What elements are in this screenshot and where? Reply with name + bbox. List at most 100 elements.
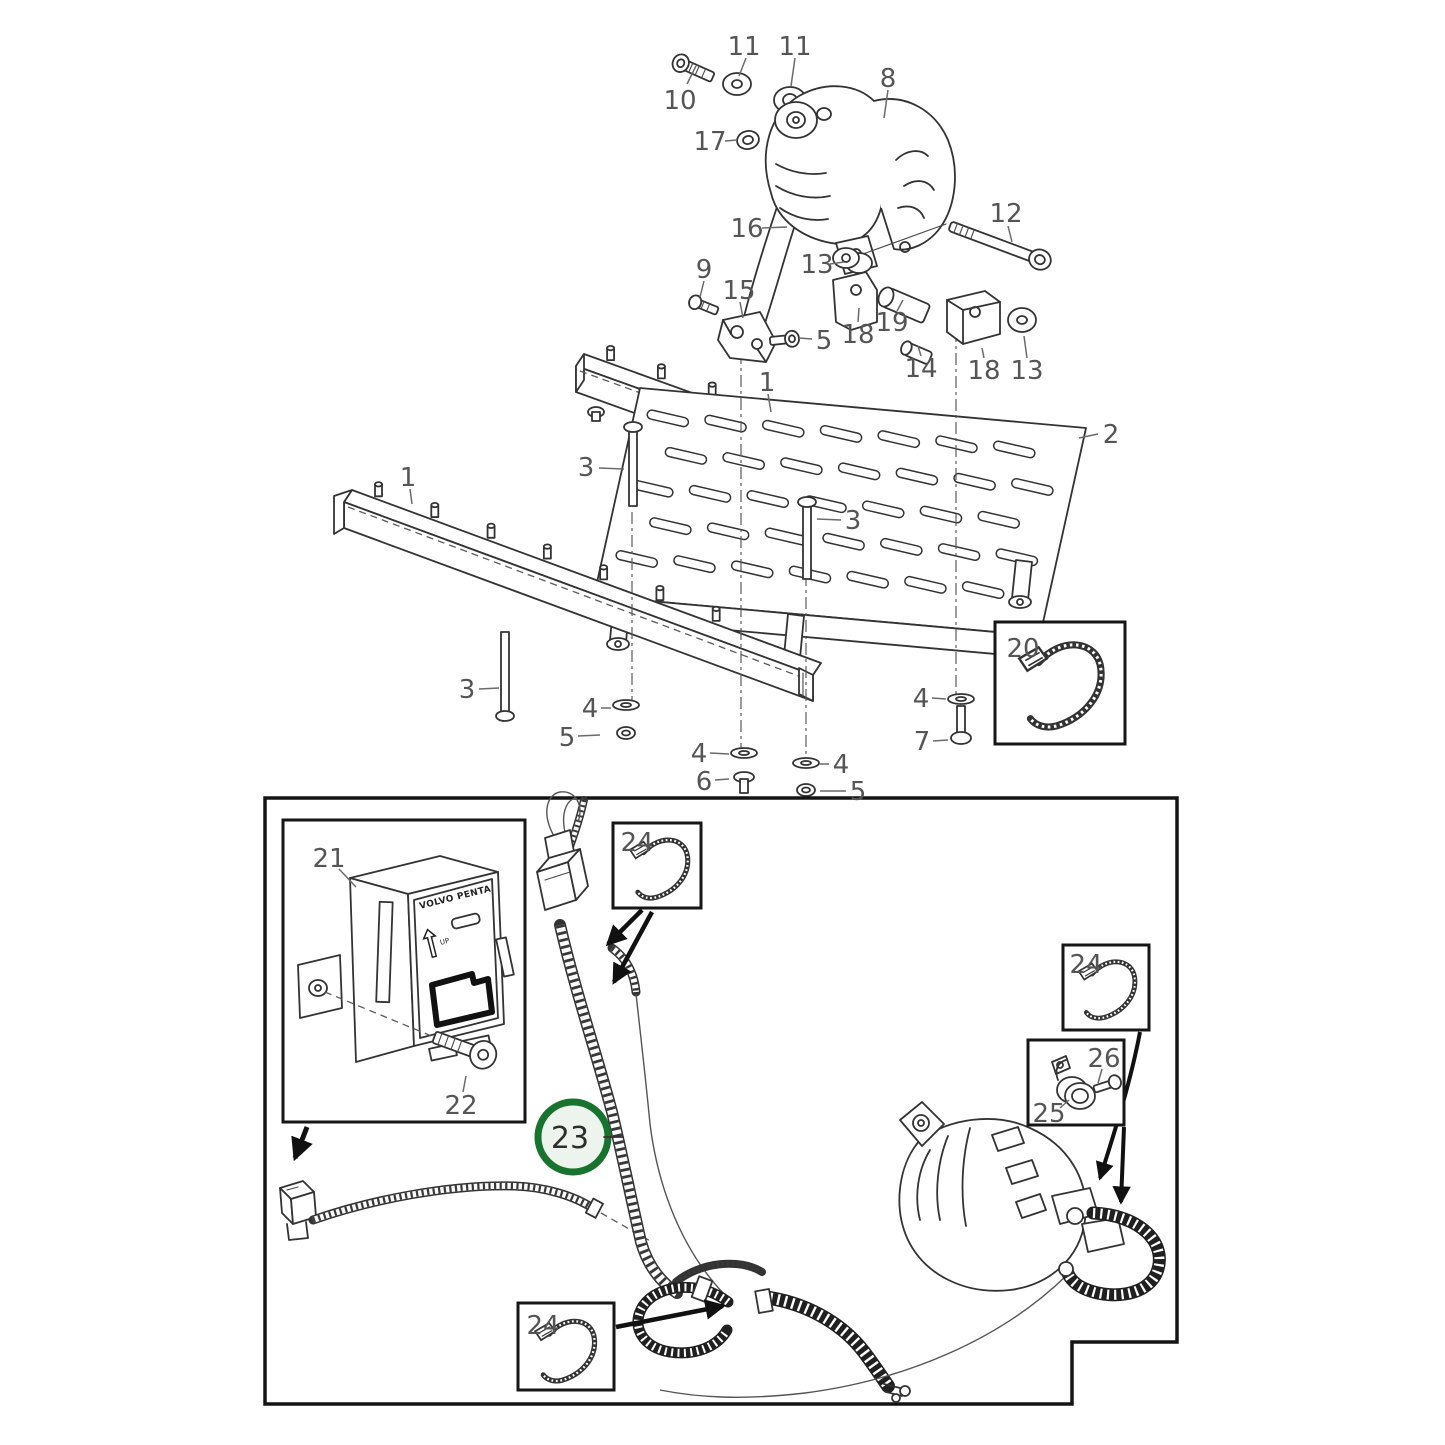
callout-number: 1 [759,368,776,398]
part-callout-8: 8 [880,64,896,119]
harness-junction [638,1264,911,1403]
callout-leader-line [478,687,500,690]
grate-slot [861,500,905,519]
grate-slot [977,510,1021,529]
callout-leader-line [1078,433,1099,439]
part-callout-24: 24 [526,1311,559,1341]
inset-box-24-top [611,821,703,910]
callout-leader-line [699,280,705,298]
callout-number: 21 [312,844,345,874]
highlighted-callout-23: 23 [534,1098,624,1176]
callout-leader-line [686,65,697,85]
part-callout-16: 16 [730,214,788,244]
part-callout-1: 1 [400,463,417,505]
rail-stud-top [606,345,615,352]
callout-number: 20 [1006,634,1039,664]
part-callout-4: 4 [582,694,611,724]
rail-stud-top [486,522,496,529]
relay-connector-cluster [536,791,589,911]
callout-number: 14 [904,354,937,384]
pivot-bolt-hardware [671,53,807,150]
callout-number: 9 [696,255,713,285]
callout-number: 13 [800,250,833,280]
inset-box-20 [993,620,1127,746]
svg-text:UP: UP [439,937,450,947]
grate-slot [846,570,890,589]
part-callout-4: 4 [913,684,947,714]
grate-slot [761,419,805,438]
grate-slot [953,472,996,491]
callout-leader-line [724,139,738,142]
part-callout-21: 21 [312,844,357,888]
callout-leader-line [577,734,601,737]
rail-stud-top [711,605,721,612]
grate-slot [822,532,865,551]
alternator-top [736,85,956,348]
part-callout-13: 13 [800,250,845,280]
part-callout-11: 11 [778,32,812,87]
callout-leader-line [932,739,949,742]
grate-slot [937,543,981,562]
rail-stud-top [656,363,666,370]
mount-cluster [832,221,1052,365]
part-callout-5: 5 [559,723,601,753]
callout-leader-line [816,518,842,521]
part-callout-10: 10 [663,65,697,116]
callout-number: 11 [727,32,760,62]
callout-number: 24 [620,828,653,858]
part-callout-5: 5 [820,777,866,807]
alternator-bottom [659,1101,1159,1398]
part-callout-3: 3 [459,675,500,705]
part-callout-7: 7 [914,727,949,757]
part-callout-25: 25 [1032,1099,1070,1129]
callout-leader-line [1059,1099,1070,1109]
callout-leader-line [798,337,813,340]
callout-leader-line [1023,335,1028,359]
connector-cutout [429,971,495,1028]
callout-leader-line [1097,1068,1103,1084]
grate-slot [664,446,708,465]
grate-slot [780,457,823,476]
part-callout-26: 26 [1087,1044,1121,1084]
grate-slot [819,424,863,443]
callout-number: 24 [1069,950,1102,980]
callout-leader-line [767,393,772,413]
highlight-number: 23 [551,1121,589,1156]
callout-number: 16 [730,214,763,244]
grate-slot [730,560,774,579]
part-callout-24: 24 [620,828,653,858]
grate-slot [704,414,747,433]
inset-box-24-right [1061,943,1151,1032]
rail-stud-top [430,501,440,509]
pointer-arrow [612,910,654,985]
grate-slot [904,575,947,594]
callout-leader-line [829,261,845,265]
callout-number: 7 [914,727,931,757]
callout-number: 2 [1103,420,1120,450]
inset-box-25-26 [1026,1038,1126,1127]
callout-number: 24 [526,1311,559,1341]
callout-number: 17 [693,127,726,157]
callout-number: 22 [444,1091,477,1121]
callout-number: 18 [841,320,874,350]
callout-number: 1 [400,463,417,493]
ecu-inset-box: VOLVO PENTA UP [281,818,527,1124]
grate-slot [992,440,1036,459]
frame-rail-front [333,481,822,702]
callout-number: 18 [967,356,1000,386]
callout-number: 15 [722,276,755,306]
part-callout-2: 2 [1078,420,1120,450]
callout-number: 26 [1087,1044,1120,1074]
callout-number: 4 [691,739,708,769]
pointer-arrow [605,908,644,947]
grate-slot [688,484,732,503]
part-callout-17: 17 [693,127,738,157]
part-callout-3: 3 [578,453,625,483]
assembly-axis-lines [631,330,957,760]
grate-slot [961,581,1005,600]
harness-connector-left [279,1180,317,1241]
grate-slot [706,522,750,541]
long-bolt-12 [948,221,1052,271]
